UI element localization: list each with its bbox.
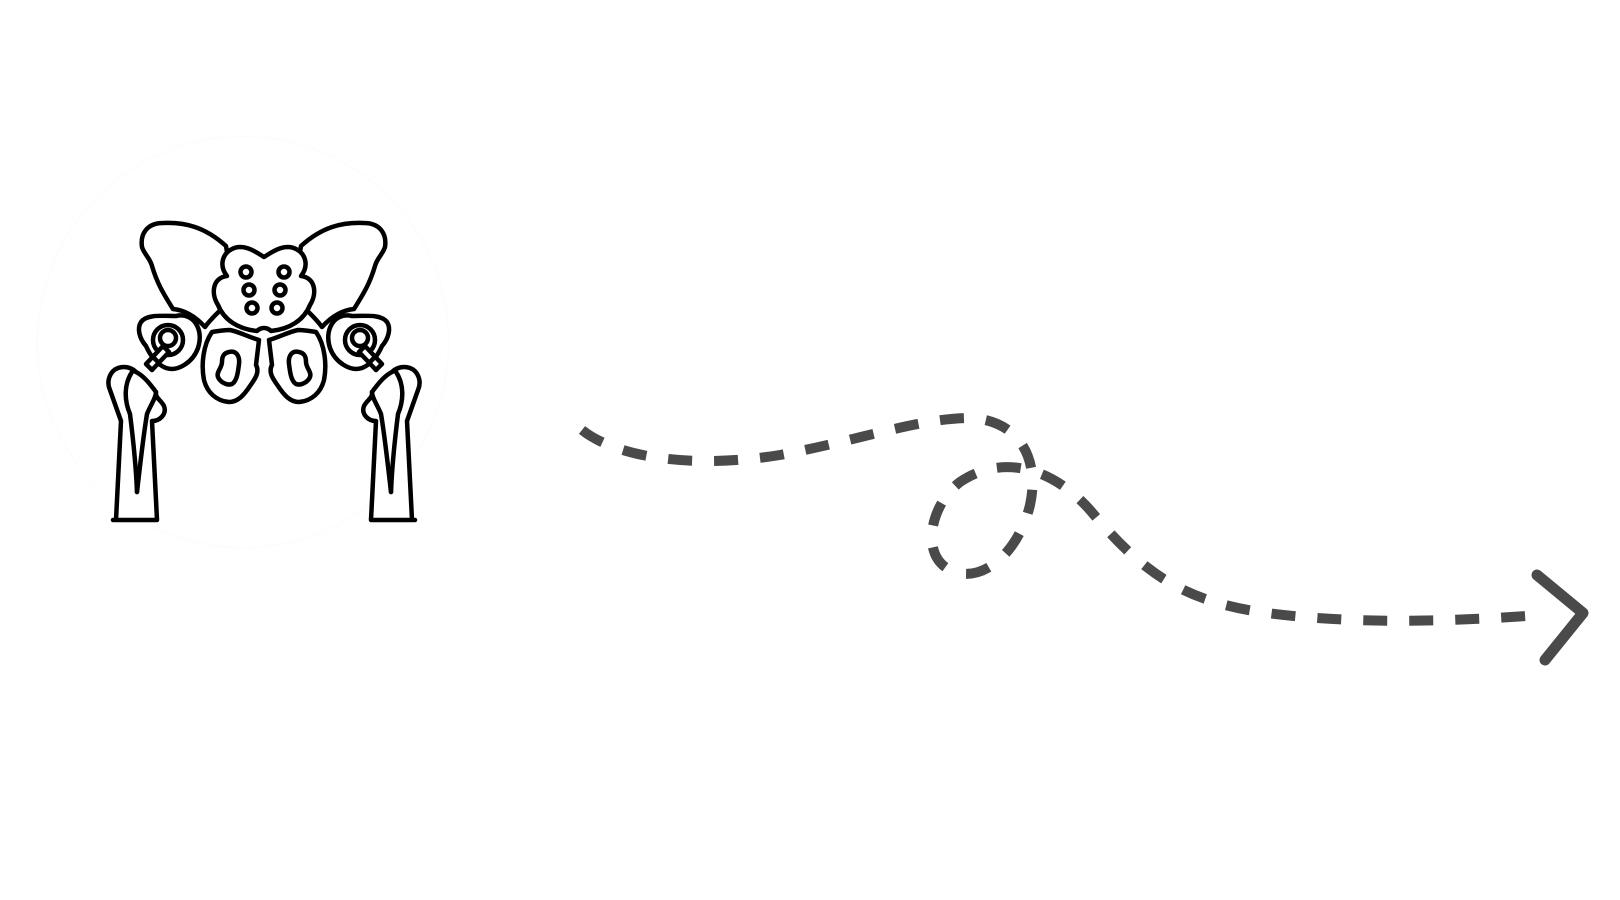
left-femur-shaft-line [123, 369, 140, 495]
sacral-foramen [276, 264, 292, 280]
left-iliac-wing [139, 220, 233, 330]
left-implant-head [157, 327, 179, 349]
dashed-arrow-path [578, 412, 1541, 626]
sacral-foramen [269, 300, 285, 316]
right-implant-neck-line [367, 353, 379, 365]
arrow-head-icon [1531, 569, 1589, 666]
sacral-foramen [238, 264, 254, 280]
sacral-foramen [272, 282, 288, 298]
right-femur-shaft-line [388, 369, 405, 495]
left-implant-neck-line [149, 353, 161, 365]
right-obturator-foramen [286, 349, 313, 387]
right-femur-inner-line [369, 389, 394, 495]
left-femur-inner-line [134, 389, 159, 495]
sacral-foramen [244, 300, 260, 316]
right-iliac-wing [294, 220, 388, 330]
left-obturator-foramen [215, 349, 242, 387]
right-implant-head [349, 327, 371, 349]
sacral-foramen [241, 282, 257, 298]
